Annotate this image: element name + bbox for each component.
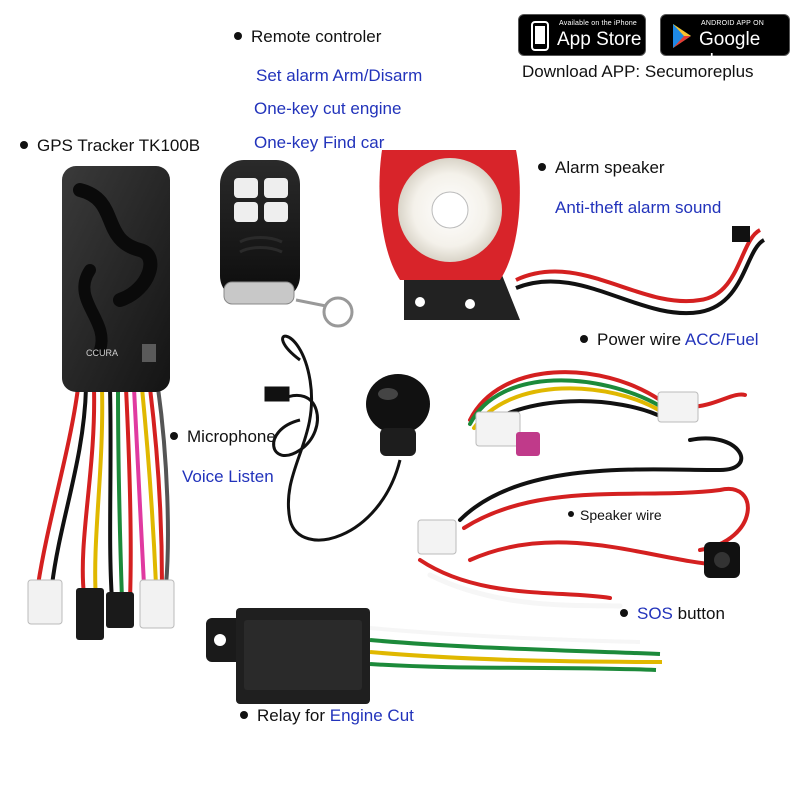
alarm-siren	[379, 150, 766, 320]
wire-harnesses	[418, 370, 750, 609]
bullet-icon	[568, 511, 574, 518]
bullet-icon	[20, 140, 28, 149]
relay	[206, 608, 663, 704]
relay-label: Relay for Engine Cut	[240, 706, 414, 726]
app-store-small-text: Available on the iPhone	[559, 20, 638, 27]
microphone	[264, 334, 402, 542]
gps-brand: CCURA	[86, 348, 118, 358]
remote-label: Remote controler	[234, 27, 381, 47]
sos-label: SOS button	[620, 604, 725, 624]
bullet-icon	[234, 31, 242, 40]
bullet-icon	[620, 608, 628, 617]
power-wire-text: Power wire	[597, 330, 682, 349]
sos-label-text: button	[677, 604, 725, 623]
google-play-small-text: ANDROID APP ON	[701, 20, 764, 27]
remote-feature-cut: One-key cut engine	[254, 99, 402, 118]
google-play-badge[interactable]: ANDROID APP ON Google play	[660, 14, 790, 72]
gps-label-text: GPS Tracker TK100B	[37, 136, 201, 155]
google-play-icon	[673, 24, 691, 48]
app-store-badge[interactable]: Available on the iPhone App Store	[518, 14, 646, 56]
microphone-feature: Voice Listen	[182, 467, 274, 486]
bullet-icon	[538, 162, 546, 171]
bullet-icon	[240, 710, 248, 719]
speaker-wire-label: Speaker wire	[568, 505, 662, 525]
remote-key-fob	[220, 160, 354, 328]
power-wire-highlight: ACC/Fuel	[684, 330, 759, 349]
speaker-label: Alarm speaker	[538, 158, 665, 178]
gps-tracker-wires	[36, 386, 170, 602]
harness-connectors	[417, 391, 740, 578]
speaker-label-text: Alarm speaker	[555, 158, 665, 177]
sos-highlight: SOS	[637, 604, 673, 623]
relay-label-text: Relay for	[257, 706, 326, 725]
gps-tracker: CCURA	[62, 166, 170, 392]
download-app-text: Download APP: Secumoreplus	[522, 62, 754, 81]
gps-label: GPS Tracker TK100B	[20, 136, 200, 156]
remote-feature-find: One-key Find car	[254, 133, 385, 152]
bullet-icon	[170, 431, 178, 440]
relay-highlight: Engine Cut	[329, 706, 414, 725]
iphone-icon	[531, 21, 549, 51]
remote-label-text: Remote controler	[251, 27, 382, 46]
bullet-icon	[580, 334, 588, 343]
remote-feature-arm: Set alarm Arm/Disarm	[256, 66, 423, 85]
microphone-label: Microphone	[170, 427, 276, 447]
google-play-title: Google play	[699, 29, 761, 72]
microphone-label-text: Microphone	[187, 427, 276, 446]
speaker-feature: Anti-theft alarm sound	[555, 198, 722, 217]
speaker-wire-text: Speaker wire	[580, 507, 662, 523]
microphone-body	[366, 374, 430, 456]
app-store-title: App Store	[557, 29, 642, 50]
gps-connectors	[27, 579, 175, 640]
power-wire-label: Power wire ACC/Fuel	[580, 330, 759, 350]
